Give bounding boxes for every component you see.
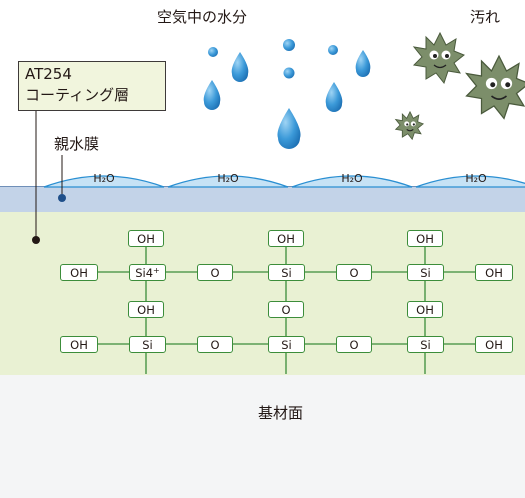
silicon-ion-charge: + bbox=[153, 266, 160, 275]
water-bead-label: H₂O bbox=[74, 172, 134, 185]
hydroxyl-node: OH bbox=[128, 301, 164, 318]
silicon-node: Si bbox=[407, 264, 444, 281]
water-droplet bbox=[232, 52, 249, 82]
oxygen-node: O bbox=[197, 336, 233, 353]
water-droplet bbox=[204, 80, 221, 110]
silicon-ion-node: Si4+ bbox=[129, 264, 166, 281]
coating-pointer-dot bbox=[32, 236, 40, 244]
dirt-particle bbox=[396, 112, 424, 140]
water-droplet bbox=[277, 108, 300, 149]
oxygen-node: O bbox=[336, 264, 372, 281]
silicon-node: Si bbox=[268, 264, 305, 281]
oxygen-node: O bbox=[336, 336, 372, 353]
dirt-particle bbox=[467, 56, 525, 119]
substrate-label: 基材面 bbox=[258, 402, 303, 423]
dirt-particles bbox=[396, 33, 525, 139]
silicon-node: Si bbox=[268, 336, 305, 353]
silicon-node: Si bbox=[129, 336, 166, 353]
hydroxyl-node: OH bbox=[407, 301, 443, 318]
water-droplet bbox=[283, 39, 295, 51]
hydroxyl-node: OH bbox=[60, 336, 98, 353]
oxygen-node: O bbox=[268, 301, 304, 318]
dirt-label: 汚れ bbox=[470, 6, 500, 27]
hydroxyl-node: OH bbox=[475, 264, 513, 281]
film-pointer-dot bbox=[58, 194, 66, 202]
silicon-ion-symbol: Si4 bbox=[135, 266, 153, 280]
hydroxyl-node: OH bbox=[407, 230, 443, 247]
water-droplet bbox=[326, 82, 343, 112]
pointer-lines bbox=[36, 111, 62, 240]
hydrophilic-film-label: 親水膜 bbox=[54, 133, 99, 154]
hydroxyl-node: OH bbox=[60, 264, 98, 281]
water-droplet bbox=[356, 50, 371, 77]
coating-product-name: AT254 bbox=[25, 64, 159, 85]
water-bead-label: H₂O bbox=[446, 172, 506, 185]
coating-label-box: AT254 コーティング層 bbox=[18, 61, 166, 111]
water-droplet bbox=[328, 45, 338, 55]
water-droplet bbox=[284, 68, 295, 79]
dirt-particle bbox=[414, 33, 464, 83]
airborne-moisture-label: 空気中の水分 bbox=[157, 6, 247, 27]
coating-layer-label: コーティング層 bbox=[25, 85, 159, 106]
hydroxyl-node: OH bbox=[128, 230, 164, 247]
water-droplet bbox=[208, 47, 218, 57]
silicon-node: Si bbox=[407, 336, 444, 353]
water-droplets bbox=[204, 39, 371, 149]
hydroxyl-node: OH bbox=[475, 336, 513, 353]
water-bead-label: H₂O bbox=[322, 172, 382, 185]
water-bead-label: H₂O bbox=[198, 172, 258, 185]
oxygen-node: O bbox=[197, 264, 233, 281]
hydroxyl-node: OH bbox=[268, 230, 304, 247]
